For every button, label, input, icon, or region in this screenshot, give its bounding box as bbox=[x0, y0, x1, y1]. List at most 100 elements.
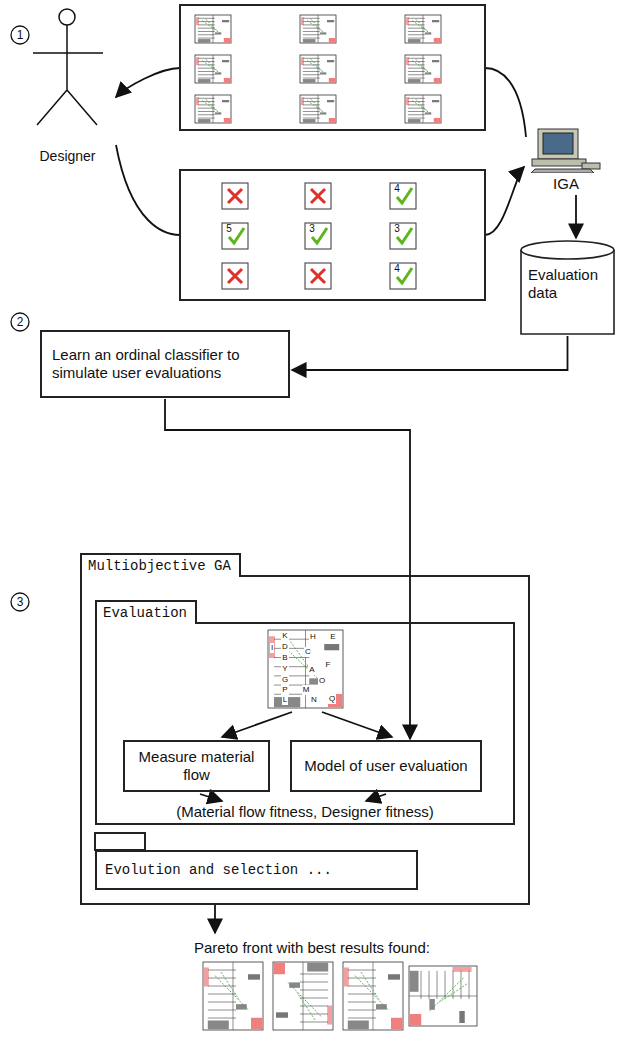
evaluation-panel bbox=[180, 170, 485, 300]
shape bbox=[303, 118, 320, 119]
shape bbox=[222, 100, 229, 102]
layout-thumbnail bbox=[195, 95, 231, 123]
designer-actor: Designer bbox=[25, 5, 110, 165]
shape bbox=[582, 163, 600, 169]
shape bbox=[274, 963, 285, 975]
shape bbox=[412, 61, 432, 75]
shape bbox=[329, 38, 336, 43]
shape bbox=[274, 639, 309, 640]
shape bbox=[408, 118, 425, 119]
empty-tab bbox=[95, 833, 145, 850]
shape bbox=[405, 95, 441, 123]
shape bbox=[303, 111, 320, 112]
shape bbox=[303, 64, 320, 65]
shape bbox=[195, 55, 231, 83]
shape bbox=[221, 972, 239, 999]
process-box: Learn an ordinal classifier to simulate … bbox=[40, 330, 290, 398]
shape bbox=[434, 118, 441, 123]
shape bbox=[303, 98, 320, 99]
shape bbox=[311, 19, 322, 30]
shape bbox=[59, 9, 75, 25]
cell-letter: L bbox=[282, 695, 288, 705]
shape bbox=[303, 21, 320, 22]
shape bbox=[355, 976, 388, 1010]
shape bbox=[202, 21, 222, 35]
shape bbox=[303, 18, 320, 19]
shape bbox=[445, 971, 446, 999]
shape bbox=[248, 974, 260, 979]
layout-thumbnail bbox=[405, 15, 441, 43]
stick-figure bbox=[25, 5, 110, 130]
step-circle bbox=[11, 313, 29, 331]
shape bbox=[300, 998, 328, 999]
evaluation-marks bbox=[222, 183, 416, 289]
shape bbox=[521, 250, 614, 259]
shape bbox=[300, 990, 328, 991]
shape bbox=[303, 24, 320, 25]
shape bbox=[198, 119, 211, 123]
shape bbox=[432, 60, 439, 62]
shape bbox=[300, 1006, 328, 1007]
shape bbox=[408, 104, 425, 105]
shape bbox=[198, 118, 215, 119]
cell-letter: E bbox=[329, 632, 336, 642]
shape bbox=[303, 79, 316, 83]
mark-box bbox=[390, 183, 416, 209]
shape bbox=[348, 1010, 376, 1011]
shape bbox=[208, 994, 236, 995]
shape bbox=[300, 95, 336, 123]
shape bbox=[202, 101, 222, 115]
shape bbox=[274, 657, 309, 658]
shape bbox=[251, 1018, 262, 1030]
shape bbox=[33, 25, 103, 125]
shape bbox=[412, 21, 432, 35]
shape bbox=[300, 55, 336, 83]
shape bbox=[198, 111, 215, 112]
shape bbox=[208, 986, 236, 987]
connector bbox=[292, 336, 568, 370]
shape bbox=[348, 1002, 376, 1003]
shape bbox=[303, 61, 320, 62]
shape bbox=[198, 78, 215, 79]
shape bbox=[469, 971, 470, 999]
process-box: Measure material flow bbox=[123, 740, 270, 792]
shape bbox=[343, 962, 403, 1030]
shape bbox=[361, 972, 379, 999]
shape bbox=[408, 79, 421, 83]
computer-node: IGA bbox=[520, 125, 612, 193]
layout-thumbnail bbox=[300, 95, 336, 123]
shape bbox=[408, 101, 425, 102]
shape bbox=[300, 974, 328, 975]
shape bbox=[303, 119, 316, 123]
shape bbox=[274, 675, 309, 676]
shape bbox=[303, 104, 320, 105]
layout-thumbnail bbox=[203, 962, 263, 1030]
shape bbox=[408, 38, 425, 39]
shape bbox=[408, 18, 425, 19]
node-text: Measure material flow bbox=[135, 748, 258, 784]
cell-letter: G bbox=[281, 675, 289, 685]
shape bbox=[303, 39, 316, 43]
shape bbox=[198, 74, 215, 75]
shape bbox=[303, 962, 304, 1030]
cell-letter: D bbox=[281, 642, 289, 652]
rating-number: 5 bbox=[226, 223, 232, 235]
shape bbox=[423, 15, 424, 43]
shape bbox=[408, 24, 425, 25]
shape bbox=[408, 74, 425, 75]
step-number: 3 bbox=[17, 595, 24, 609]
shape bbox=[268, 630, 343, 708]
shape bbox=[348, 978, 376, 979]
cell-letter: Y bbox=[281, 664, 288, 674]
shape bbox=[429, 978, 463, 1011]
process-box: Model of user evaluation bbox=[290, 740, 482, 792]
node-text: Evaluation data bbox=[528, 266, 607, 302]
shape bbox=[233, 962, 234, 1030]
shape bbox=[195, 95, 231, 123]
shape bbox=[423, 95, 424, 123]
shape bbox=[198, 18, 215, 19]
layout-thumbnail bbox=[405, 95, 441, 123]
shape bbox=[348, 1018, 376, 1019]
shape bbox=[440, 984, 467, 1002]
mark-box bbox=[222, 263, 248, 289]
